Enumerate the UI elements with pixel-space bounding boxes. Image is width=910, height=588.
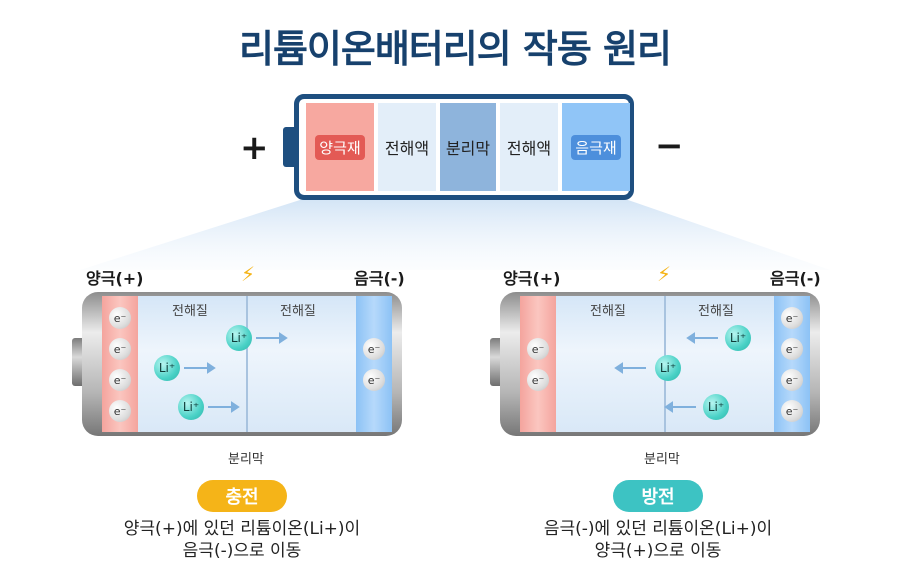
cell-anode-material: 음극재 bbox=[562, 103, 630, 191]
discharge-ion-arrows bbox=[614, 332, 718, 413]
electrolyte-label: 전해액 bbox=[506, 139, 552, 158]
anode-material-label: 음극재 bbox=[571, 134, 621, 160]
arrow-right-icon bbox=[279, 332, 288, 344]
charge-ion-arrows bbox=[184, 332, 288, 413]
electron: e⁻ bbox=[363, 338, 385, 360]
discharge-electrolyte-left-label: 전해질 bbox=[590, 304, 626, 319]
electron: e⁻ bbox=[363, 369, 385, 391]
lithium-ion: Li⁺ bbox=[154, 355, 180, 381]
discharge-battery-cell: 전해질 전해질 e⁻ e⁻ e⁻ e⁻ e⁻ e⁻ Li⁺ Li⁺ Li⁺ bbox=[490, 292, 820, 436]
charge-separator-caption: 분리막 bbox=[228, 452, 264, 467]
electron: e⁻ bbox=[781, 369, 803, 391]
cell-separator: 분리막 bbox=[440, 103, 496, 191]
battery-cap bbox=[490, 338, 502, 386]
charge-electrolyte-left-label: 전해질 bbox=[172, 304, 208, 319]
battery-structure: 양극재 전해액 분리막 전해액 음극재 bbox=[283, 94, 634, 200]
electron: e⁻ bbox=[109, 400, 131, 422]
discharge-cathode-strip bbox=[520, 296, 556, 432]
discharge-electrolyte-right-label: 전해질 bbox=[698, 304, 734, 319]
lithium-ion: Li⁺ bbox=[725, 325, 751, 351]
lithium-ion: Li⁺ bbox=[178, 394, 204, 420]
electrolyte-label: 전해액 bbox=[384, 139, 430, 158]
charge-description-line2: 음극(-)으로 이동 bbox=[182, 541, 302, 561]
discharge-description: 음극(-)에 있던 리튬이온(Li+)이 양극(+)으로 이동 bbox=[488, 518, 828, 562]
electron: e⁻ bbox=[527, 369, 549, 391]
discharge-separator-caption: 분리막 bbox=[644, 452, 680, 467]
electron: e⁻ bbox=[781, 400, 803, 422]
negative-terminal-sign: − bbox=[655, 126, 684, 166]
charge-badge: 충전 bbox=[197, 480, 287, 512]
charge-anode-strip bbox=[356, 296, 392, 432]
cell-electrolyte-right: 전해액 bbox=[500, 103, 558, 191]
charge-battery-cell: 전해질 전해질 e⁻ e⁻ e⁻ e⁻ e⁻ e⁻ Li⁺ Li⁺ Li⁺ bbox=[72, 292, 402, 436]
lithium-ion: Li⁺ bbox=[703, 394, 729, 420]
battery-cap bbox=[72, 338, 84, 386]
charge-cathode-label: 양극(+) bbox=[86, 269, 144, 288]
arrow-right-icon bbox=[231, 401, 240, 413]
electron: e⁻ bbox=[109, 338, 131, 360]
arrow-left-icon bbox=[614, 362, 623, 374]
beam-graphic bbox=[80, 200, 830, 270]
lithium-ion: Li⁺ bbox=[655, 355, 681, 381]
page-title: 리튬이온배터리의 작동 원리 bbox=[239, 27, 672, 71]
arrow-left-icon bbox=[664, 401, 673, 413]
lightning-bolt-icon: ⚡ bbox=[241, 262, 256, 286]
lightning-bolt-icon: ⚡ bbox=[657, 262, 672, 286]
electron: e⁻ bbox=[109, 369, 131, 391]
electron: e⁻ bbox=[527, 338, 549, 360]
charge-electrolyte-right-label: 전해질 bbox=[280, 304, 316, 319]
arrow-left-icon bbox=[686, 332, 695, 344]
cell-electrolyte-left: 전해액 bbox=[378, 103, 436, 191]
charge-description: 양극(+)에 있던 리튬이온(Li+)이 음극(-)으로 이동 bbox=[72, 518, 412, 562]
lithium-ion: Li⁺ bbox=[226, 325, 252, 351]
charge-separator-line bbox=[246, 296, 248, 432]
separator-label: 분리막 bbox=[445, 139, 491, 158]
electron: e⁻ bbox=[781, 307, 803, 329]
charge-anode-label: 음극(-) bbox=[354, 269, 405, 288]
arrow-right-icon bbox=[207, 362, 216, 374]
discharge-anode-label: 음극(-) bbox=[770, 269, 821, 288]
discharge-cathode-label: 양극(+) bbox=[503, 269, 561, 288]
discharge-badge: 방전 bbox=[613, 480, 703, 512]
discharge-description-line2: 양극(+)으로 이동 bbox=[594, 541, 722, 561]
battery-terminal-nub bbox=[283, 127, 297, 167]
discharge-description-line1: 음극(-)에 있던 리튬이온(Li+)이 bbox=[543, 519, 773, 539]
electron: e⁻ bbox=[781, 338, 803, 360]
positive-terminal-sign: + bbox=[240, 128, 269, 168]
electron: e⁻ bbox=[109, 307, 131, 329]
cell-cathode-material: 양극재 bbox=[306, 103, 374, 191]
cathode-material-label: 양극재 bbox=[315, 134, 365, 160]
charge-description-line1: 양극(+)에 있던 리튬이온(Li+)이 bbox=[123, 519, 361, 539]
